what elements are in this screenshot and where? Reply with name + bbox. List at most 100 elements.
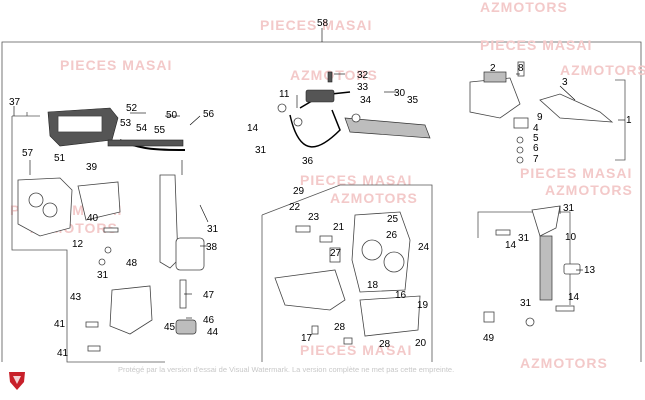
watermark-text: AZMOTORS xyxy=(290,67,378,83)
callout-label: 57 xyxy=(22,148,34,159)
callout-label: 31 xyxy=(207,224,219,235)
callout-label: 10 xyxy=(565,232,577,243)
watermark-layer: PIECES MASAI AZMOTORS PIECES MASAI AZMOT… xyxy=(10,0,645,371)
callout-label: 24 xyxy=(418,242,430,253)
callout-label: 8 xyxy=(518,63,524,74)
hose-junction xyxy=(305,89,335,103)
callout-label: 12 xyxy=(72,239,84,250)
callout-label: 27 xyxy=(330,248,342,259)
caliper-body xyxy=(175,237,205,271)
leader-lines xyxy=(13,28,625,319)
callout-label: 34 xyxy=(360,95,372,106)
callout-label: 17 xyxy=(301,333,313,344)
callout-label: 50 xyxy=(166,110,178,121)
watermark-text: AZMOTORS xyxy=(520,355,608,371)
watermark-text: PIECES MASAI xyxy=(60,57,172,73)
callout-label: 45 xyxy=(164,322,176,333)
callout-labels: 58 37 56 52 50 53 54 55 57 51 39 40 12 3… xyxy=(9,18,632,359)
callout-label: 2 xyxy=(490,63,496,74)
fork-leg xyxy=(159,174,179,269)
watermark-text: PIECES MASAI xyxy=(260,17,372,33)
callout-label: 1 xyxy=(626,115,632,126)
callout-label: 4 xyxy=(533,123,539,134)
left-assembly xyxy=(11,107,205,363)
footer-watermark-text: Protégé par la version d'essai de Visual… xyxy=(118,365,454,374)
rear-master-cylinder xyxy=(539,235,553,301)
callout-label: 51 xyxy=(54,153,66,164)
callout-label: 14 xyxy=(505,240,517,251)
callout-label: 16 xyxy=(395,290,407,301)
callout-label: 58 xyxy=(317,18,329,29)
callout-label: 31 xyxy=(255,145,267,156)
callout-label: 14 xyxy=(247,123,259,134)
callout-label: 31 xyxy=(518,233,530,244)
pad-spring xyxy=(359,295,421,337)
rear-brake-assembly xyxy=(477,205,581,327)
callout-label: 52 xyxy=(126,103,138,114)
callout-label: 13 xyxy=(584,265,596,276)
callout-label: 23 xyxy=(308,212,320,223)
watermark-text: AZMOTORS xyxy=(545,182,633,198)
callout-label: 19 xyxy=(417,300,429,311)
callout-label: 14 xyxy=(568,292,580,303)
watermark-text: PIECES MASAI xyxy=(480,37,592,53)
callout-label: 26 xyxy=(386,230,398,241)
watermark-text: AZMOTORS xyxy=(560,62,645,78)
callout-label: 56 xyxy=(203,109,215,120)
callout-label: 41 xyxy=(54,319,66,330)
callout-label: 54 xyxy=(136,123,148,134)
watermark-text: AZMOTORS xyxy=(480,0,568,15)
az-shield-logo-icon xyxy=(9,372,25,390)
left-subframe xyxy=(11,116,165,363)
callout-label: 39 xyxy=(86,162,98,173)
gasket-plate xyxy=(77,181,121,221)
hose-35 xyxy=(344,117,431,139)
outer-frame xyxy=(1,41,642,362)
reservoir-window xyxy=(57,115,103,133)
reservoir-cap xyxy=(483,71,507,83)
callout-label: 44 xyxy=(207,327,219,338)
caliper-assembly xyxy=(261,184,433,362)
brake-lever xyxy=(539,93,614,123)
callout-label: 43 xyxy=(70,292,82,303)
callout-label: 28 xyxy=(334,322,346,333)
callout-label: 47 xyxy=(203,290,215,301)
callout-label: 21 xyxy=(333,222,345,233)
master-cylinder xyxy=(469,77,521,119)
watermark-text: PIECES MASAI xyxy=(520,165,632,181)
rear-frame xyxy=(477,211,571,305)
callout-label: 53 xyxy=(120,118,132,129)
callout-label: 11 xyxy=(279,89,290,100)
guard-bracket xyxy=(109,285,153,335)
hose-assembly xyxy=(277,71,431,148)
callout-label: 32 xyxy=(357,70,369,81)
callout-label: 25 xyxy=(387,214,399,225)
callout-label: 31 xyxy=(520,298,532,309)
callout-label: 48 xyxy=(126,258,138,269)
watermark-text: AZMOTORS xyxy=(330,190,418,206)
rear-lever-arm xyxy=(531,205,561,237)
brake-hose xyxy=(107,139,184,147)
callout-label: 20 xyxy=(415,338,427,349)
watermark-text: PIECES MASAI xyxy=(300,342,412,358)
callout-label: 3 xyxy=(562,77,568,88)
callout-label: 28 xyxy=(379,339,391,350)
clip xyxy=(175,319,197,335)
callout-label: 46 xyxy=(203,315,215,326)
callout-label: 38 xyxy=(206,242,218,253)
callout-label: 22 xyxy=(289,202,301,213)
callout-label: 49 xyxy=(483,333,495,344)
callout-label: 37 xyxy=(9,97,21,108)
callout-label: 9 xyxy=(537,112,543,123)
callout-label: 55 xyxy=(154,125,166,136)
hose-36 xyxy=(289,109,341,148)
callout-label: 31 xyxy=(563,203,575,214)
callout-label: 6 xyxy=(533,143,539,154)
callout-label: 30 xyxy=(394,88,406,99)
callout-label: 40 xyxy=(87,213,99,224)
brake-pad-left xyxy=(274,269,346,311)
callout-label: 5 xyxy=(533,133,539,144)
lever-assembly xyxy=(469,61,626,164)
callout-label: 29 xyxy=(293,186,305,197)
